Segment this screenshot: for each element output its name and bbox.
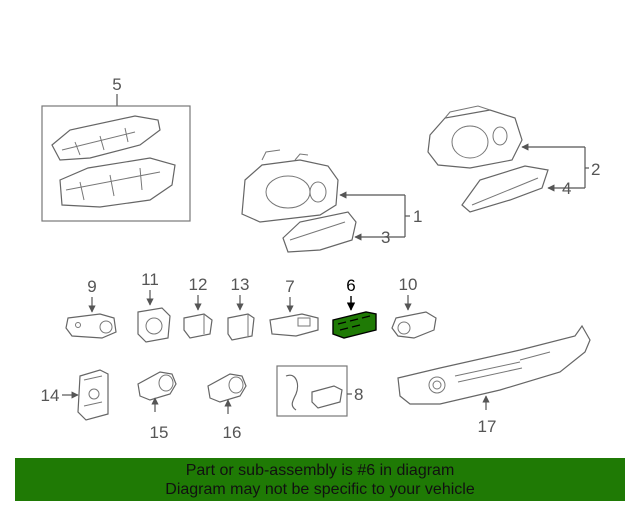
part-7-switch: 7 <box>269 277 319 337</box>
part-9-switch: 9 <box>65 277 117 339</box>
banner-line-2: Diagram may not be specific to your vehi… <box>165 481 475 498</box>
part-8-assembly: 8 <box>276 365 363 417</box>
part-4-cluster-glass <box>461 165 549 213</box>
part-5-box <box>41 105 191 222</box>
part-7-body <box>269 313 319 337</box>
part-9-body <box>65 313 117 339</box>
callout-4: 4 <box>562 179 571 198</box>
part-11-switch: 11 <box>137 270 171 343</box>
part-5-upper-piece <box>51 115 161 161</box>
part-11-body <box>137 307 171 343</box>
part-14-body <box>77 369 109 421</box>
part-5-lower-piece <box>59 157 176 208</box>
part-16-body <box>207 373 247 403</box>
callout-15: 15 <box>150 423 169 442</box>
part-5-assembly: 5 <box>41 75 191 222</box>
part-3-cluster-glass <box>282 211 357 253</box>
callout-3: 3 <box>381 228 390 247</box>
part-12-body <box>183 313 213 339</box>
part-15-body <box>137 371 177 401</box>
part-8-box <box>276 365 348 417</box>
callout-2: 2 <box>591 160 600 179</box>
part-12-switch: 12 <box>183 275 213 339</box>
banner-line-1: Part or sub-assembly is #6 in diagram <box>185 462 455 479</box>
part-1-cluster-housing <box>241 159 339 223</box>
callout-13: 13 <box>231 275 250 294</box>
part-14-bracket: 14 <box>41 369 109 421</box>
part-10-body <box>391 311 437 339</box>
info-banner: Part or sub-assembly is #6 in diagram Di… <box>15 458 625 501</box>
callout-1: 1 <box>413 207 422 226</box>
callout-11: 11 <box>141 270 159 289</box>
callout-7: 7 <box>285 277 294 296</box>
callout-17: 17 <box>478 417 497 436</box>
part-2-cluster-housing <box>427 109 523 169</box>
part-13-switch: 13 <box>227 275 255 341</box>
callout-14: 14 <box>41 386 60 405</box>
part-15-knob: 15 <box>137 371 177 442</box>
part-16-knob: 16 <box>207 373 247 442</box>
callout-16: 16 <box>223 423 242 442</box>
part-17-body <box>397 324 591 405</box>
part-8-wire <box>285 374 299 411</box>
part-6-body <box>332 311 377 339</box>
part-6-switch-highlighted: 6 <box>332 276 377 339</box>
callout-6: 6 <box>346 276 355 295</box>
callout-5: 5 <box>112 75 121 94</box>
parts-diagram: 5 1 3 2 4 9 <box>41 75 601 442</box>
callout-8: 8 <box>354 385 363 404</box>
part-13-body <box>227 313 255 341</box>
callout-9: 9 <box>87 277 96 296</box>
callout-12: 12 <box>189 275 208 294</box>
part-8-body <box>311 385 343 409</box>
part-1-combination-meter: 1 3 <box>241 149 422 253</box>
part-17-trim-panel: 17 <box>397 324 591 436</box>
part-10-switch: 10 <box>391 275 437 339</box>
part-2-combination-meter: 2 4 <box>427 105 600 213</box>
callout-10: 10 <box>399 275 418 294</box>
